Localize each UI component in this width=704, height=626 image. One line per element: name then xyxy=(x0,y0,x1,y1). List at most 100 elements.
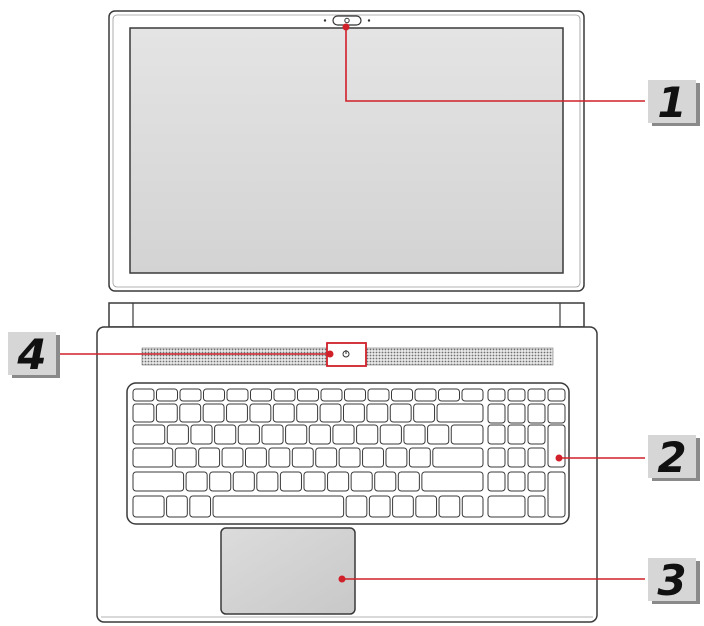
keyboard-key xyxy=(174,447,197,468)
webcam-icon xyxy=(323,15,371,26)
keyboard-key xyxy=(332,424,355,445)
keyboard-key xyxy=(438,495,461,518)
numpad-key xyxy=(527,388,546,402)
keyboard-key xyxy=(319,403,342,423)
keyboard-key xyxy=(342,403,365,423)
keyboard-key xyxy=(190,424,213,445)
numpad-key xyxy=(527,403,546,424)
keyboard-key xyxy=(156,388,178,402)
keyboard-key xyxy=(338,447,361,468)
keyboard-key xyxy=(408,447,431,468)
keyboard-key xyxy=(366,403,389,423)
keyboard-key xyxy=(155,403,178,423)
keyboard-key xyxy=(272,403,295,423)
keyboard-key xyxy=(461,388,484,402)
keyboard-key xyxy=(250,388,272,402)
keyboard-key xyxy=(421,471,484,492)
numpad-key xyxy=(527,424,546,445)
keyboard-key xyxy=(132,424,166,445)
callout-4-number: 4 xyxy=(16,330,46,379)
numpad-key xyxy=(487,424,506,445)
keyboard-key xyxy=(385,447,408,468)
keyboard-key xyxy=(232,471,255,492)
numpad-key xyxy=(527,447,546,468)
keyboard-key xyxy=(296,403,319,423)
keyboard-key xyxy=(362,447,384,468)
keyboard-key xyxy=(202,403,225,423)
keyboard-key xyxy=(427,424,450,445)
touchpad xyxy=(220,527,356,615)
keyboard-key xyxy=(221,447,244,468)
keyboard-key xyxy=(308,424,331,445)
callout-3: 3 xyxy=(338,556,700,605)
numpad-key xyxy=(547,388,566,402)
callout-2: 2 xyxy=(555,433,700,482)
callout-3-number: 3 xyxy=(657,556,686,605)
callout-2-dot xyxy=(555,454,563,462)
keyboard-key xyxy=(166,424,189,445)
keyboard-key xyxy=(226,388,249,402)
keyboard-key xyxy=(391,388,413,402)
numpad-key xyxy=(487,447,506,468)
numpad-key xyxy=(547,403,566,424)
numpad-key xyxy=(487,471,506,492)
keyboard-key xyxy=(261,424,284,445)
keyboard-key xyxy=(350,471,373,492)
keyboard-key xyxy=(436,403,484,423)
numpad-key xyxy=(507,403,526,424)
numpad-key xyxy=(507,447,526,468)
keyboard-key xyxy=(368,495,391,518)
keyboard-key xyxy=(179,403,202,423)
keyboard-key xyxy=(256,471,279,492)
keyboard-key xyxy=(214,424,237,445)
keyboard-key xyxy=(132,471,185,492)
keyboard-key xyxy=(315,447,338,468)
keyboard-key xyxy=(403,424,426,445)
keyboard-key xyxy=(166,495,188,518)
keyboard-keys xyxy=(132,388,566,518)
keyboard-key xyxy=(327,471,350,492)
keyboard xyxy=(126,382,570,525)
numpad-key xyxy=(507,388,526,402)
numpad-key xyxy=(507,471,526,492)
keyboard-key xyxy=(198,447,221,468)
numpad-key xyxy=(527,471,546,492)
keyboard-key xyxy=(397,471,420,492)
keyboard-key xyxy=(226,403,248,423)
numpad-key xyxy=(487,495,526,518)
keyboard-key xyxy=(297,388,319,402)
callout-3-badge xyxy=(648,558,696,601)
keyboard-key xyxy=(185,471,208,492)
callout-4: 4 xyxy=(8,330,334,379)
lid-inner-frame xyxy=(112,14,581,288)
keyboard-key xyxy=(203,388,225,402)
keyboard-key xyxy=(415,495,438,518)
keyboard-key xyxy=(414,388,437,402)
keyboard-key xyxy=(237,424,260,445)
callout-2-number: 2 xyxy=(657,433,686,482)
callout-4-badge xyxy=(8,332,56,375)
numpad-enter-key xyxy=(547,471,566,518)
keyboard-key xyxy=(367,388,390,402)
keyboard-key xyxy=(303,471,326,492)
keyboard-key xyxy=(244,447,267,468)
keyboard-key xyxy=(438,388,460,402)
keyboard-key xyxy=(279,471,302,492)
keyboard-key xyxy=(345,495,368,518)
keyboard-key xyxy=(461,495,484,518)
keyboard-key xyxy=(132,447,174,468)
numpad-key xyxy=(487,403,506,424)
keyboard-key xyxy=(285,424,308,445)
keyboard-key xyxy=(374,471,397,492)
keyboard-key xyxy=(273,388,296,402)
keyboard-key xyxy=(413,403,436,423)
numpad-key xyxy=(487,388,506,402)
callout-2-badge xyxy=(648,435,696,478)
numpad-key xyxy=(527,495,546,518)
keyboard-key xyxy=(320,388,343,402)
keyboard-key xyxy=(356,424,379,445)
keyboard-key xyxy=(209,471,232,492)
callout-1: 1 xyxy=(342,23,700,127)
callout-3-dot xyxy=(338,575,346,583)
